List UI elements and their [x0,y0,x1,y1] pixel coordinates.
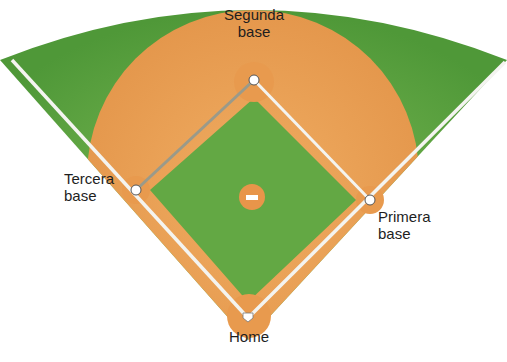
pitcher-mound [239,184,265,210]
foul-line [248,62,505,318]
base-label: Home [214,328,284,345]
base-label: Tercera base [64,170,124,204]
home-plate [243,313,253,322]
infield-grass [150,98,356,302]
infield-dirt [87,10,419,342]
pitcher-rubber [246,195,258,200]
base-path [254,80,370,200]
first-base [365,195,375,205]
second-base [249,75,259,85]
base-label: Segunda base [219,6,289,40]
base-label: Primera base [378,208,448,242]
third-base [131,185,141,195]
foul-line [12,60,248,318]
base-path [136,80,254,190]
